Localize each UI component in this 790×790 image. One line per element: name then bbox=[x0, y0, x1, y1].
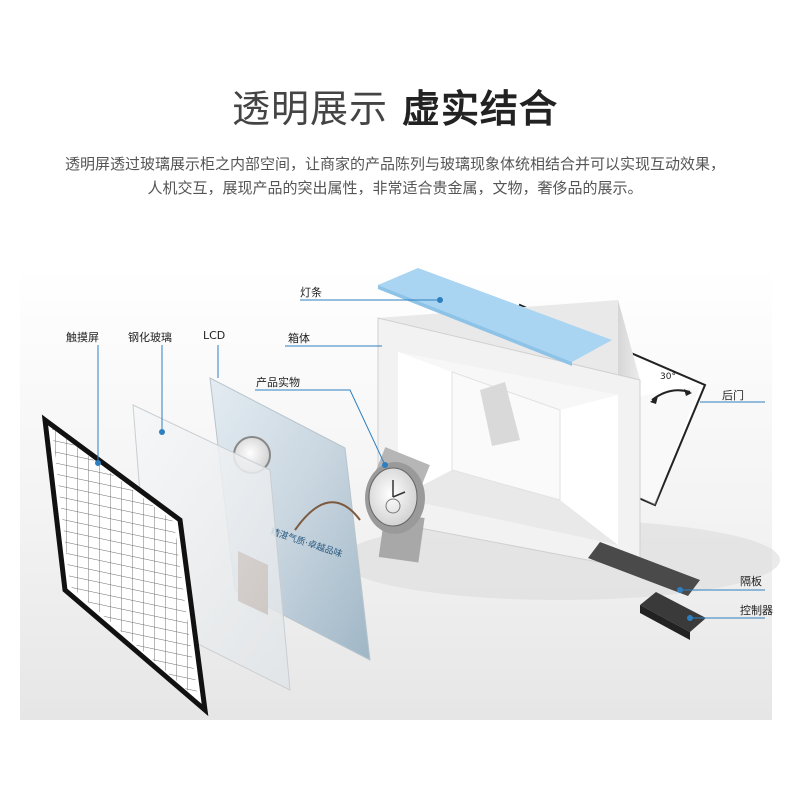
product-watch bbox=[365, 447, 430, 563]
light-bar-edge bbox=[378, 285, 572, 366]
watch-subdial bbox=[385, 498, 401, 514]
title-bold: 虚实结合 bbox=[402, 87, 559, 131]
label-angle: 30° bbox=[660, 372, 676, 382]
page-title: 透明展示虚实结合 bbox=[0, 78, 790, 133]
label-light-bar: 灯条 bbox=[300, 286, 322, 299]
leader-dots bbox=[95, 297, 693, 621]
description: 透明屏透过玻璃展示柜之内部空间，让商家的产品陈列与玻璃现象体统相结合并可以实现互… bbox=[20, 152, 770, 200]
touch-screen-grid bbox=[52, 428, 198, 700]
controller-side bbox=[640, 605, 690, 640]
dot-light bbox=[437, 297, 443, 303]
dot-controller bbox=[687, 615, 693, 621]
box-inner-bottom bbox=[398, 470, 618, 545]
box-inner-top bbox=[398, 352, 618, 410]
dot-touch bbox=[95, 460, 101, 466]
angle-arrow-right bbox=[684, 389, 692, 396]
label-touch-screen: 触摸屏 bbox=[66, 331, 99, 344]
label-lcd: LCD bbox=[203, 329, 226, 342]
label-controller: 控制器 bbox=[740, 604, 773, 617]
label-box: 箱体 bbox=[288, 332, 310, 345]
dot-glass bbox=[159, 429, 165, 435]
title-light: 透明展示 bbox=[231, 87, 388, 131]
label-partition: 隔板 bbox=[740, 575, 762, 588]
label-back-door: 后门 bbox=[722, 389, 744, 402]
light-bar bbox=[378, 268, 612, 362]
lcd-ship-rigging bbox=[294, 501, 361, 531]
dot-product bbox=[382, 462, 388, 468]
description-line-1: 透明屏透过玻璃展示柜之内部空间，让商家的产品陈列与玻璃现象体统相结合并可以实现互… bbox=[64, 155, 725, 173]
label-product: 产品实物 bbox=[256, 376, 300, 389]
partition bbox=[588, 542, 700, 596]
description-line-2: 人机交互，展现产品的突出属性，非常适合贵金属，文物，奢侈品的展示。 bbox=[147, 179, 643, 197]
controller-top bbox=[640, 592, 706, 632]
dot-partition bbox=[677, 587, 683, 593]
leader-lines bbox=[97, 299, 765, 619]
label-tempered-glass: 钢化玻璃 bbox=[128, 331, 172, 344]
leader-product bbox=[255, 389, 386, 466]
angle-arrow-left bbox=[650, 396, 658, 404]
watch-hand-hour bbox=[392, 491, 406, 498]
box-inner-shadow bbox=[480, 382, 520, 446]
